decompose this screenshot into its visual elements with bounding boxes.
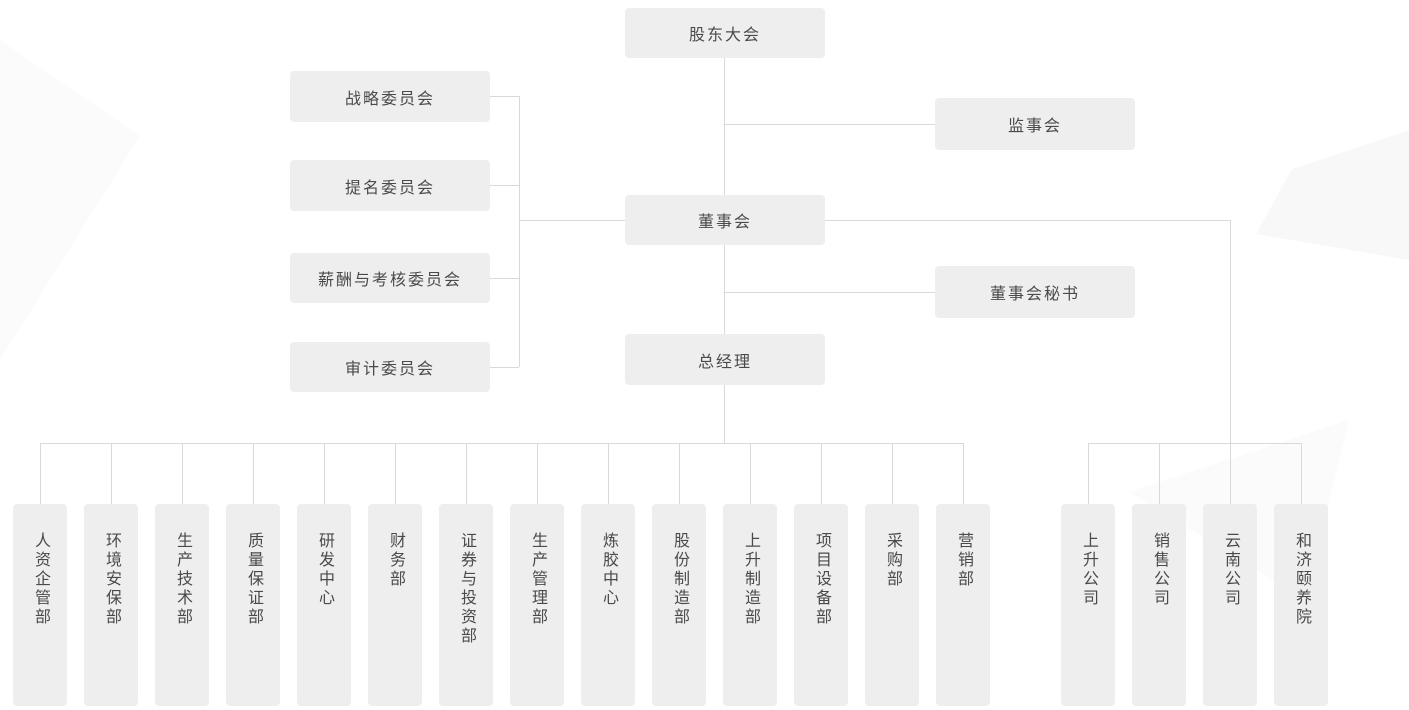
org-node-label: 采购部 (884, 532, 901, 589)
connector-line (1230, 443, 1231, 504)
connector-line (1159, 443, 1160, 504)
connector-line (1301, 443, 1302, 504)
org-node-strategy-committee: 战略委员会 (290, 71, 490, 122)
connector-line (608, 443, 609, 504)
connector-line (40, 443, 41, 504)
org-node-department: 人资企管部 (13, 504, 67, 706)
org-node-label: 股份制造部 (671, 532, 688, 627)
connector-line (892, 443, 893, 504)
connector-line (253, 443, 254, 504)
org-node-supervisory-board: 监事会 (935, 98, 1135, 150)
org-node-department: 生产管理部 (510, 504, 564, 706)
org-node-label: 董事会秘书 (989, 286, 1080, 303)
connector-line (490, 185, 519, 186)
connector-line (1230, 220, 1231, 443)
org-node-department: 采购部 (865, 504, 919, 706)
org-node-department: 上升制造部 (723, 504, 777, 706)
connector-line (724, 124, 935, 125)
org-node-department: 证券与投资部 (439, 504, 493, 706)
org-node-label: 审计委员会 (344, 361, 435, 378)
org-node-department: 质量保证部 (226, 504, 280, 706)
connector-line (519, 96, 520, 367)
connector-line (825, 220, 1230, 221)
org-node-department: 营销部 (936, 504, 990, 706)
connector-line (324, 443, 325, 504)
connector-line (724, 385, 725, 443)
connector-line (724, 292, 935, 293)
connector-line (1088, 443, 1301, 444)
org-node-label: 提名委员会 (344, 179, 435, 197)
org-node-general-manager: 总经理 (625, 334, 825, 385)
org-node-label: 上升公司 (1080, 532, 1097, 608)
org-node-remuneration-committee: 薪酬与考核委员会 (290, 253, 490, 303)
org-node-label: 股东大会 (688, 27, 761, 44)
org-node-label: 销售公司 (1151, 532, 1168, 608)
org-node-label: 证券与投资部 (458, 532, 475, 646)
org-node-label: 人资企管部 (32, 532, 49, 627)
connector-line (724, 58, 725, 195)
connector-line (182, 443, 183, 504)
org-node-label: 环境安保部 (103, 532, 120, 627)
org-node-department: 财务部 (368, 504, 422, 706)
connector-line (679, 443, 680, 504)
connector-line (1088, 443, 1089, 504)
org-node-department: 环境安保部 (84, 504, 138, 706)
org-node-subsidiary: 销售公司 (1132, 504, 1186, 706)
org-node-department: 炼胶中心 (581, 504, 635, 706)
org-node-label: 生产管理部 (529, 532, 546, 627)
connector-line (111, 443, 112, 504)
org-node-nomination-committee: 提名委员会 (290, 160, 490, 211)
connector-line (466, 443, 467, 504)
connector-line (519, 220, 625, 221)
org-node-label: 质量保证部 (245, 532, 262, 627)
connector-line (490, 278, 519, 279)
connector-line (724, 245, 725, 334)
org-node-subsidiary: 和济颐养院 (1274, 504, 1328, 706)
org-node-label: 总经理 (697, 353, 752, 371)
connector-line (963, 443, 964, 504)
org-node-department: 股份制造部 (652, 504, 706, 706)
background-shape (1256, 130, 1409, 260)
connector-line (490, 367, 519, 368)
org-node-label: 营销部 (955, 532, 972, 589)
org-node-label: 炼胶中心 (600, 532, 617, 608)
org-node-board-secretary: 董事会秘书 (935, 266, 1135, 318)
org-node-label: 项目设备部 (813, 532, 830, 627)
connector-line (821, 443, 822, 504)
org-node-department: 项目设备部 (794, 504, 848, 706)
org-node-label: 研发中心 (316, 532, 333, 608)
connector-line (490, 96, 519, 97)
connector-line (40, 443, 963, 444)
org-node-label: 和济颐养院 (1293, 532, 1310, 627)
connector-line (395, 443, 396, 504)
org-node-label: 云南公司 (1222, 532, 1239, 608)
org-node-department: 生产技术部 (155, 504, 209, 706)
org-node-label: 董事会 (697, 214, 752, 231)
org-node-label: 战略委员会 (344, 90, 435, 108)
org-node-label: 生产技术部 (174, 532, 191, 627)
org-node-subsidiary: 上升公司 (1061, 504, 1115, 706)
org-node-subsidiary: 云南公司 (1203, 504, 1257, 706)
connector-line (537, 443, 538, 504)
org-node-label: 财务部 (387, 532, 404, 589)
org-node-shareholders-meeting: 股东大会 (625, 8, 825, 58)
org-node-label: 薪酬与考核委员会 (317, 272, 462, 289)
org-node-label: 监事会 (1007, 118, 1062, 135)
org-node-audit-committee: 审计委员会 (290, 342, 490, 392)
connector-line (750, 443, 751, 504)
org-node-department: 研发中心 (297, 504, 351, 706)
background-shape (0, 40, 140, 360)
org-node-board-of-directors: 董事会 (625, 195, 825, 245)
org-node-label: 上升制造部 (742, 532, 759, 627)
